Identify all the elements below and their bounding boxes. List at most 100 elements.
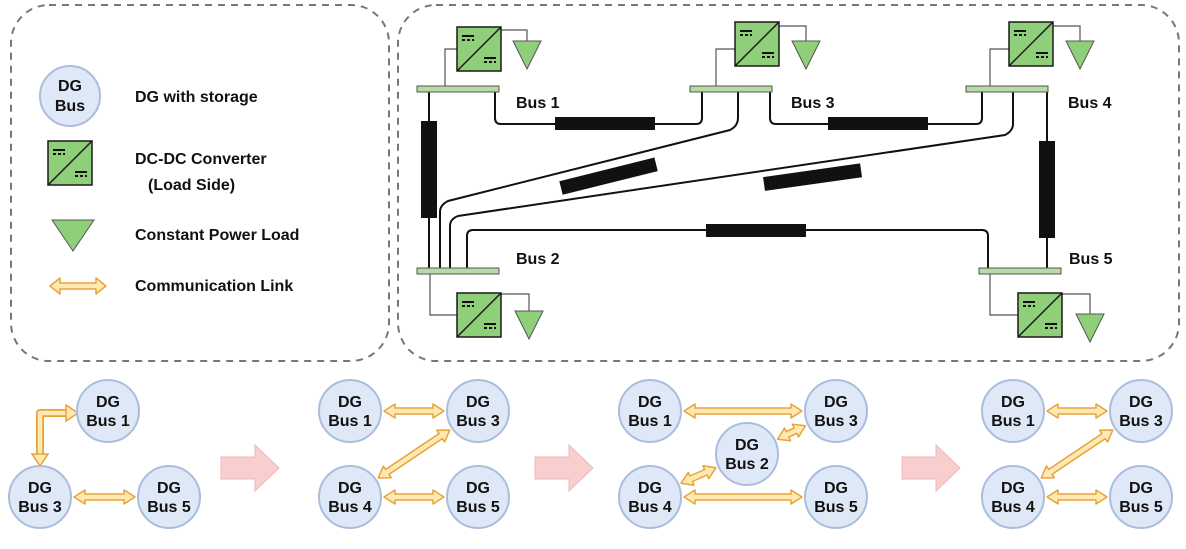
dg-node-line2: Bus 4 bbox=[991, 499, 1035, 516]
dg-node-line1: DG bbox=[338, 394, 362, 411]
bus-label-4: Bus 4 bbox=[1068, 95, 1112, 112]
dg-node-line2: Bus 5 bbox=[147, 499, 191, 516]
dg-node-line2: Bus 1 bbox=[628, 413, 672, 430]
dg-node-circle bbox=[981, 465, 1045, 529]
dg-node-circle bbox=[618, 379, 682, 443]
converter-bus-3 bbox=[734, 21, 780, 67]
dg-node-line2: Bus 5 bbox=[814, 499, 858, 516]
communication-link-0-0 bbox=[30, 403, 80, 468]
feeders bbox=[429, 25, 1091, 316]
dg-node-line1: DG bbox=[338, 480, 362, 497]
legend-item-converter: DC-DC Converter (Load Side) bbox=[47, 140, 267, 194]
dc-dc-converter-icon bbox=[47, 140, 93, 186]
communication-link-2-0 bbox=[683, 403, 803, 419]
dg-node: DG Bus 4 bbox=[981, 465, 1045, 529]
bus-label-1: Bus 1 bbox=[516, 95, 560, 112]
dg-node-icon: DG Bus bbox=[39, 65, 101, 127]
legend-label-load: Constant Power Load bbox=[135, 227, 299, 244]
communication-link-2-1 bbox=[776, 423, 807, 442]
dg-node-line2: Bus 3 bbox=[814, 413, 858, 430]
load-bus-2 bbox=[514, 310, 544, 340]
dg-node: DG Bus 1 bbox=[76, 379, 140, 443]
converter-bus-5 bbox=[1017, 292, 1063, 338]
dg-node-circle bbox=[318, 465, 382, 529]
dg-node-circle bbox=[1109, 465, 1173, 529]
legend-label-link: Communication Link bbox=[135, 278, 293, 295]
dg-node: DG Bus 5 bbox=[446, 465, 510, 529]
legend-item-link: Communication Link bbox=[49, 277, 293, 295]
communication-link-3-0 bbox=[1046, 403, 1108, 419]
dg-node: DG Bus 3 bbox=[446, 379, 510, 443]
communication-link-0-1 bbox=[73, 489, 136, 505]
dg-node-line1: DG bbox=[466, 394, 490, 411]
communication-link-3-2 bbox=[1046, 489, 1108, 505]
dg-node: DG Bus 5 bbox=[137, 465, 201, 529]
bus-label-2: Bus 2 bbox=[516, 251, 560, 268]
dg-node-line2: Bus 1 bbox=[328, 413, 372, 430]
communication-link-3-1 bbox=[1040, 429, 1114, 479]
legend-label-converter: DC-DC Converter bbox=[135, 151, 267, 168]
line-impedances bbox=[421, 117, 1055, 238]
load-bus-5 bbox=[1075, 313, 1105, 343]
dg-node-line1: DG bbox=[96, 394, 120, 411]
load-bus-1 bbox=[512, 40, 542, 70]
step-arrows bbox=[220, 443, 961, 493]
dg-node-line2: Bus 5 bbox=[456, 499, 500, 516]
dg-node-line2: Bus 3 bbox=[18, 499, 62, 516]
legend-item-load: Constant Power Load bbox=[51, 219, 299, 252]
bus-label-3: Bus 3 bbox=[791, 95, 835, 112]
dg-node: DG Bus 4 bbox=[318, 465, 382, 529]
dg-node: DG Bus 1 bbox=[318, 379, 382, 443]
bus-label-5: Bus 5 bbox=[1069, 251, 1113, 268]
dg-node-line2: Bus 3 bbox=[1119, 413, 1163, 430]
dg-node-line2: Bus 4 bbox=[628, 499, 672, 516]
step-arrow-2 bbox=[534, 443, 594, 493]
dg-node-circle bbox=[1109, 379, 1173, 443]
bus-bars bbox=[416, 85, 1062, 275]
communication-link-icon bbox=[49, 277, 107, 295]
load-bus-4 bbox=[1065, 40, 1095, 70]
dg-node-circle bbox=[618, 465, 682, 529]
dg-node: DG Bus 1 bbox=[618, 379, 682, 443]
dg-node: DG Bus 4 bbox=[618, 465, 682, 529]
communication-link-2-2 bbox=[680, 465, 717, 486]
legend-label-dg: DG with storage bbox=[135, 89, 258, 106]
communication-link-1-0 bbox=[383, 403, 445, 419]
dg-node-line2: Bus 4 bbox=[328, 499, 372, 516]
legend-panel: DG Bus DG with storage DC-DC Converter (… bbox=[10, 4, 390, 362]
step-arrow-3 bbox=[901, 443, 961, 493]
load-bus-3 bbox=[791, 40, 821, 70]
dg-node-line1: DG bbox=[28, 480, 52, 497]
dg-node-line2: Bus 1 bbox=[86, 413, 130, 430]
dg-node: DG Bus 3 bbox=[804, 379, 868, 443]
constant-power-load-icon bbox=[51, 219, 95, 252]
transmission-lines bbox=[428, 90, 1048, 270]
dg-node-line1: DG bbox=[466, 480, 490, 497]
dg-node-line1: DG bbox=[638, 394, 662, 411]
communication-links bbox=[30, 403, 1114, 505]
dg-node-line1: DG bbox=[157, 480, 181, 497]
dg-node-line1: DG bbox=[1001, 394, 1025, 411]
dg-node-line1: DG bbox=[1001, 480, 1025, 497]
dg-node-circle bbox=[715, 422, 779, 486]
legend-label-converter-sub: (Load Side) bbox=[148, 177, 235, 194]
dg-node-line2: Bus 3 bbox=[456, 413, 500, 430]
dg-node: DG Bus 5 bbox=[804, 465, 868, 529]
dg-node-line1: DG bbox=[1129, 480, 1153, 497]
dg-node-circle bbox=[76, 379, 140, 443]
dg-node-circle bbox=[8, 465, 72, 529]
communication-link-1-2 bbox=[383, 489, 445, 505]
step-arrow-1 bbox=[220, 443, 280, 493]
dg-node-line1: DG bbox=[824, 394, 848, 411]
dg-node-circle bbox=[318, 379, 382, 443]
dg-node-line1: DG bbox=[638, 480, 662, 497]
dg-node-line1: DG bbox=[824, 480, 848, 497]
legend-node-line1: DG bbox=[58, 78, 82, 95]
dg-node-circle bbox=[446, 379, 510, 443]
dg-node-circle bbox=[446, 465, 510, 529]
converter-bus-1 bbox=[456, 26, 502, 72]
